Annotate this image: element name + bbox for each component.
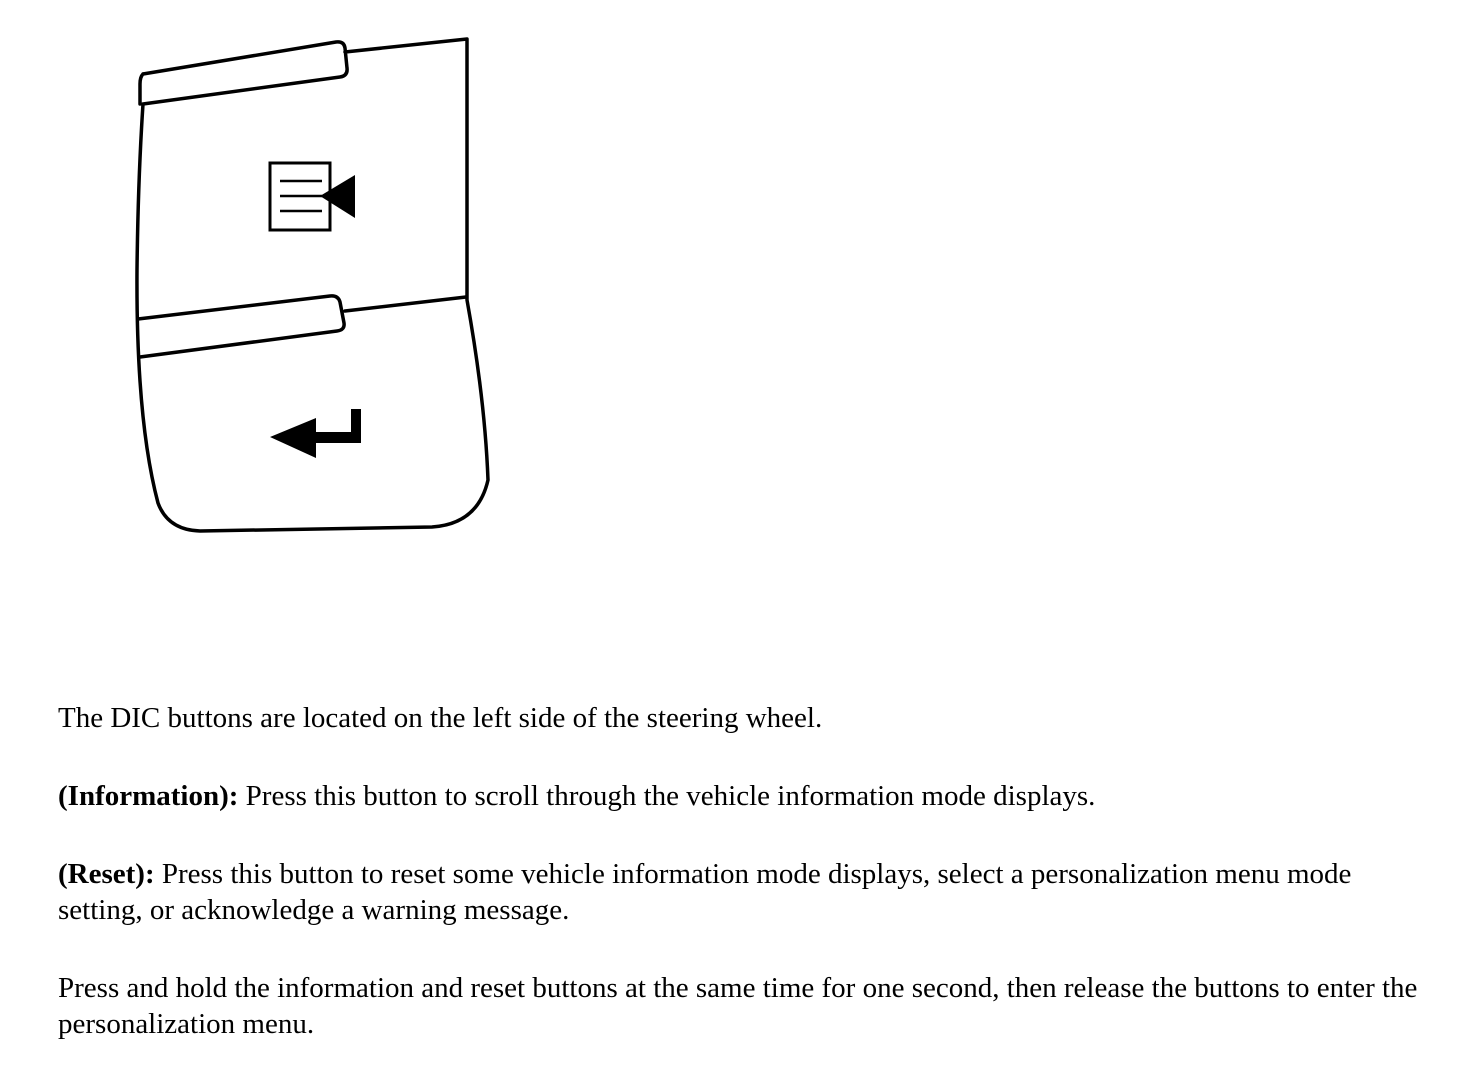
information-paragraph: (Information): Press this button to scro… — [58, 778, 1428, 814]
information-description: Press this button to scroll through the … — [238, 780, 1096, 812]
dic-buttons-figure — [0, 0, 560, 560]
reset-button[interactable] — [270, 409, 361, 458]
intro-text: The DIC buttons are located on the left … — [58, 702, 823, 734]
instructions-text: The DIC buttons are located on the left … — [58, 700, 1428, 1042]
information-term: (Information): — [58, 780, 239, 812]
intro-paragraph: The DIC buttons are located on the left … — [58, 700, 1428, 736]
hold-text: Press and hold the information and reset… — [58, 972, 1418, 1040]
button-divider — [136, 294, 468, 359]
information-button[interactable] — [268, 161, 355, 232]
enter-arrow-icon — [270, 409, 361, 458]
reset-paragraph: (Reset): Press this button to reset some… — [58, 856, 1428, 928]
steering-panel-outline — [135, 37, 490, 533]
dic-buttons-drawing — [135, 37, 490, 533]
information-list-icon — [268, 161, 355, 232]
reset-term: (Reset): — [58, 858, 155, 890]
hold-paragraph: Press and hold the information and reset… — [58, 970, 1428, 1042]
reset-description: Press this button to reset some vehicle … — [58, 858, 1352, 926]
